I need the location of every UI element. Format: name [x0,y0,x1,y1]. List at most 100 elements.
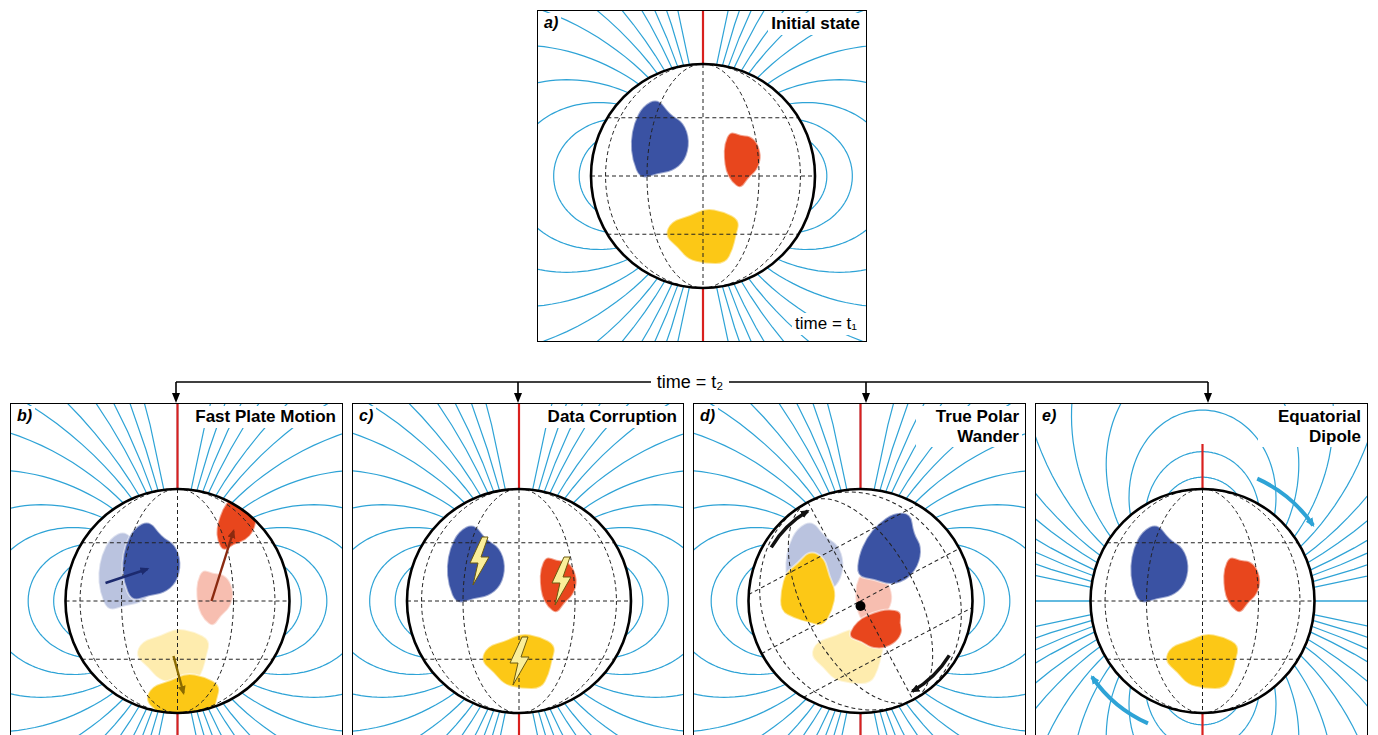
parallel [749,505,918,595]
spin-axis [859,713,861,735]
lightning-bolt [552,557,571,605]
panel-title: True Polar Wander [916,406,1022,447]
continent [1223,557,1260,612]
dipole-axis [518,404,519,735]
globe-outline [1091,489,1315,713]
meridian [80,489,275,713]
meridian [808,502,913,700]
globe-grid [407,489,631,713]
continent [122,522,180,599]
parallel [423,542,614,543]
globe-outline [591,64,815,288]
continent [147,674,219,729]
rotation-arrow [912,655,949,691]
globe-illustration [353,404,684,735]
spin-axis [702,11,704,64]
bracket-tick [517,382,519,398]
continent [217,496,257,550]
meridian [122,489,234,713]
continents [631,100,761,264]
panel-letter: d) [697,406,718,426]
scenario-panel: d) True Polar Wander [693,403,1026,735]
continent [724,132,761,187]
field-line [1036,632,1368,735]
globe-outline [749,489,973,713]
scenario-panel: a) Initial state time = t₁ [537,10,867,342]
continent [631,100,689,177]
meridian [703,64,704,288]
meridian [606,64,801,288]
meridian [422,489,617,713]
shift-arrow [1257,479,1313,526]
scenario-panel: e) Equatorial Dipole [1035,403,1368,735]
bracket-tick [865,382,867,398]
globe-illustration [11,404,343,735]
continent [540,557,577,612]
spin-axis [176,713,178,735]
globe-illustration [538,11,867,342]
motion-arrow [212,531,234,601]
continents [447,525,577,689]
panel-letter: b) [14,406,35,426]
panel-title: Equatorial Dipole [1258,406,1364,447]
parallel [1107,542,1298,543]
continent [447,525,505,602]
panel-letter: c) [356,406,376,426]
globe-grid [591,64,815,288]
pole-dot [856,601,866,611]
globe-fill [407,489,631,713]
panel-letter: a) [541,13,561,33]
globe-fill [66,489,290,713]
spin-axis [518,713,520,735]
spin-axis [518,404,520,489]
lightning-bolt [470,537,489,585]
scenario-panel: c) Data Corruption [352,403,684,735]
meridian [1147,489,1259,713]
spin-axis [859,404,861,489]
globe-outline [407,489,631,713]
continent [1130,525,1188,602]
globe-fill [749,489,973,713]
globe-grid [66,489,290,713]
meridian [1202,489,1203,713]
parallel [762,548,960,653]
spin-axis [1201,444,1203,489]
time-label: time = t₁ [792,313,860,335]
meridian [722,456,999,735]
meridian [647,64,759,288]
continents [780,513,921,684]
dipole-axis [177,404,178,735]
motion-arrow [106,569,148,583]
shift-arrow [1092,677,1148,724]
spin-axis [1201,713,1203,735]
motion-arrow [174,656,184,693]
panel-title: Initial state [768,13,863,35]
meridian [463,489,575,713]
lightning-bolt [510,637,529,685]
panel-letter: e) [1039,406,1059,426]
parallel [607,117,798,118]
dipole-axis [702,11,703,342]
continents [1130,525,1260,689]
scenario-panel: b) Fast Plate Motion [10,403,343,735]
globe-grid [1091,489,1315,713]
spin-axis [176,404,178,489]
time-label: time = t₂ [651,372,730,393]
bracket-tick [1207,382,1209,398]
spin-axis [702,288,704,342]
panel-title: Fast Plate Motion [192,406,339,428]
globe-fill [1091,489,1315,713]
meridian [519,489,520,713]
rotation-arrow [771,511,808,547]
continent [857,513,921,584]
globe-fill [591,64,815,288]
globe-illustration [694,404,1026,735]
panel-title: Data Corruption [545,406,680,428]
meridian [177,489,178,713]
globe-outline [66,489,290,713]
meridian [1105,489,1300,713]
continent [196,570,233,625]
globe-grid [709,450,1012,735]
bracket-tick [175,382,177,398]
globe-illustration [1036,404,1368,735]
